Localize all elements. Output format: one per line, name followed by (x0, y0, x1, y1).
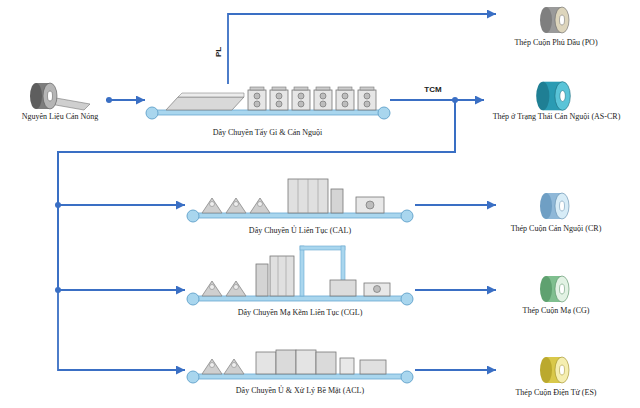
line-label: PL (214, 46, 224, 58)
line-label: TCM (423, 85, 442, 95)
caption-text: Thép ở Trạng Thái Cán Nguội (AS-CR) (484, 112, 629, 122)
flow-arrow (415, 369, 496, 371)
junction-dot (106, 97, 112, 103)
product-node: Thép Cuộn Phủ Dầu (PO) (496, 4, 616, 48)
pickling-line-illustration (146, 87, 390, 119)
flow-arrow (58, 100, 455, 290)
process-line-node: Dây Chuyền Ủ Liên Tục (CAL) (185, 172, 415, 236)
cgl-line-illustration (187, 246, 413, 305)
es-coil-icon (540, 357, 569, 383)
junction-dot (55, 202, 61, 208)
process-line-node: Dây Chuyền Ủ & Xử Lý Bề Mặt (ACL) (185, 330, 415, 396)
cr-coil-icon (540, 193, 569, 219)
flow-arrow (415, 289, 496, 291)
as-cr-coil-icon (536, 82, 570, 111)
caption-text: Dây Chuyền Mạ Kẽm Liên Tục (CGL) (185, 308, 415, 318)
caption-text: Thép Cuộn Điện Tử (ES) (496, 388, 616, 398)
junction-dot (55, 287, 61, 293)
caption-text: Dây Chuyền Ủ Liên Tục (CAL) (185, 226, 415, 236)
process-line-node: Dây Chuyền Mạ Kẽm Liên Tục (CGL) (185, 240, 415, 318)
junction-dot (452, 97, 458, 103)
flow-arrow (415, 204, 496, 206)
caption-text: Dây Chuyền Ủ & Xử Lý Bề Mặt (ACL) (185, 386, 415, 396)
raw-material-node: Nguyên Liệu Cán Nóng (14, 76, 106, 122)
product-node: Thép Cuộn Điện Tử (ES) (496, 352, 616, 398)
cal-line-illustration (187, 179, 413, 222)
product-node: Thép ở Trạng Thái Cán Nguội (AS-CR) (484, 80, 629, 122)
cg-coil-icon (540, 276, 569, 302)
po-coil-icon (540, 7, 569, 33)
flow-arrow (228, 14, 496, 84)
raw-coil-icon (30, 83, 90, 110)
caption-text: Thép Cuộn Cán Nguội (CR) (496, 224, 616, 234)
caption-text: Thép Cuộn Mạ (CG) (496, 306, 616, 316)
process-line-node: Dây Chuyền Tẩy Gỉ & Cán Nguội (145, 84, 390, 138)
flow-arrow (58, 100, 455, 370)
product-node: Thép Cuộn Cán Nguội (CR) (496, 190, 616, 234)
acl-line-illustration (187, 350, 413, 383)
caption-text: Dây Chuyền Tẩy Gỉ & Cán Nguội (145, 128, 390, 138)
caption-text: Thép Cuộn Phủ Dầu (PO) (496, 38, 616, 48)
caption-text: Nguyên Liệu Cán Nóng (14, 112, 106, 122)
product-node: Thép Cuộn Mạ (CG) (496, 272, 616, 316)
